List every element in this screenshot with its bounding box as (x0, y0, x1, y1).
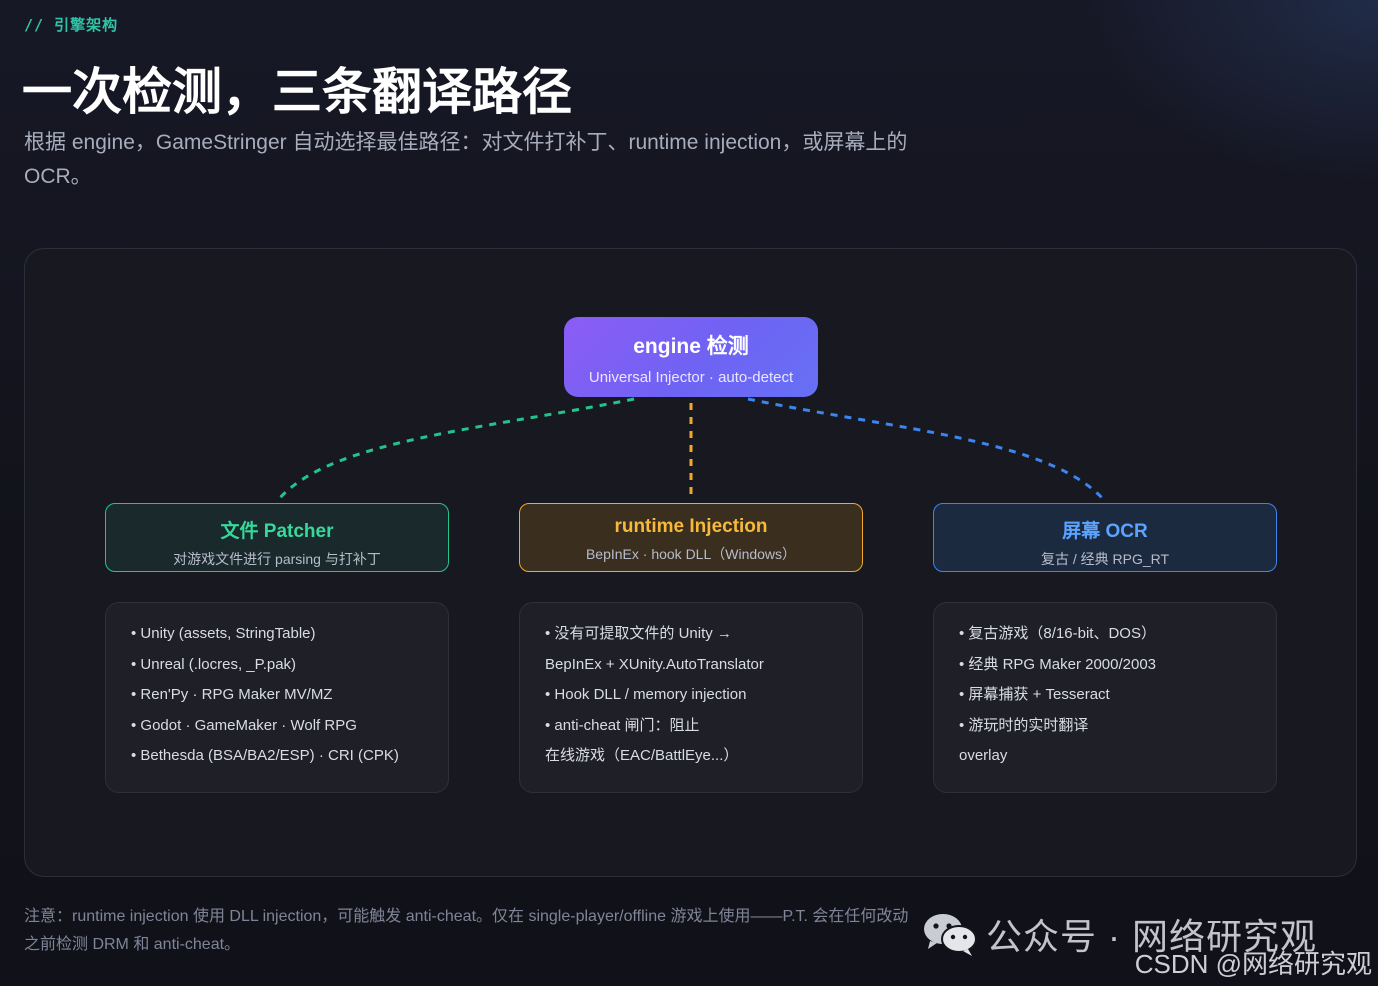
file-patcher-title: 文件 Patcher (220, 521, 334, 542)
page-subtitle: 根据 engine，GameStringer 自动选择最佳路径：对文件打补丁、r… (24, 131, 908, 188)
detail-line: • Hook DLL / memory injection (545, 686, 747, 703)
wechat-icon (924, 914, 977, 956)
footnote: 注意：runtime injection 使用 DLL injection，可能… (24, 908, 909, 953)
detail-line: BepInEx + XUnity.AutoTranslator (545, 655, 764, 673)
detail-line: • Bethesda (BSA/BA2/ESP) · CRI (CPK) (131, 747, 399, 764)
runtime-injection-subtitle: BepInEx · hook DLL（Windows） (585, 546, 797, 562)
detail-line: • Unity (assets, StringTable) (131, 625, 316, 642)
section-tag: // 引擎架构 (24, 16, 119, 34)
detail-line: • 复古游戏（8/16-bit、DOS） (959, 625, 1156, 642)
connector-screen-ocr (747, 397, 1106, 502)
detail-line: • 经典 RPG Maker 2000/2003 (959, 655, 1157, 673)
detail-line: • Ren'Py · RPG Maker MV/MZ (131, 686, 333, 703)
detail-line: overlay (959, 747, 1008, 764)
file-patcher-node: 文件 Patcher 对游戏文件进行 parsing 与打补丁 (105, 503, 449, 572)
watermark-text: 公众号 · 网络研究观 (986, 916, 1317, 957)
detail-line: • 游玩时的实时翻译 (959, 716, 1089, 734)
detail-line: • Unreal (.locres, _P.pak) (131, 655, 297, 673)
page-title: 一次检测，三条翻译路径 (22, 63, 572, 121)
screen-ocr-details: • 复古游戏（8/16-bit、DOS） • 经典 RPG Maker 2000… (933, 602, 1277, 793)
detail-line: • Godot · GameMaker · Wolf RPG (131, 716, 357, 734)
detail-line: • anti-cheat 闸门：阻止 (545, 716, 700, 734)
file-patcher-subtitle: 对游戏文件进行 parsing 与打补丁 (173, 551, 381, 567)
csdn-watermark: CSDN @网络研究观 (1134, 949, 1372, 979)
screen-ocr-subtitle: 复古 / 经典 RPG_RT (1040, 551, 1170, 567)
engine-detect-title: engine 检测 (633, 335, 749, 358)
file-patcher-details: • Unity (assets, StringTable) • Unreal (… (105, 602, 449, 793)
engine-detect-node: engine 检测 Universal Injector · auto-dete… (564, 317, 818, 397)
watermark: 公众号 · 网络研究观 (922, 908, 1317, 960)
screen-ocr-node: 屏幕 OCR 复古 / 经典 RPG_RT (933, 503, 1277, 572)
detail-line: • 屏幕捕获 + Tesseract (959, 686, 1110, 703)
detail-line: 在线游戏（EAC/BattlEye...） (545, 747, 739, 764)
runtime-injection-details: • 没有可提取文件的 Unity → BepInEx + XUnity.Auto… (519, 602, 863, 793)
detail-line: • 没有可提取文件的 Unity → (545, 625, 732, 642)
screen-ocr-title: 屏幕 OCR (1062, 521, 1148, 542)
engine-detect-subtitle: Universal Injector · auto-detect (588, 369, 794, 386)
runtime-injection-title: runtime Injection (614, 516, 768, 537)
runtime-injection-node: runtime Injection BepInEx · hook DLL（Win… (519, 503, 863, 572)
connector-file-patcher (276, 397, 635, 501)
